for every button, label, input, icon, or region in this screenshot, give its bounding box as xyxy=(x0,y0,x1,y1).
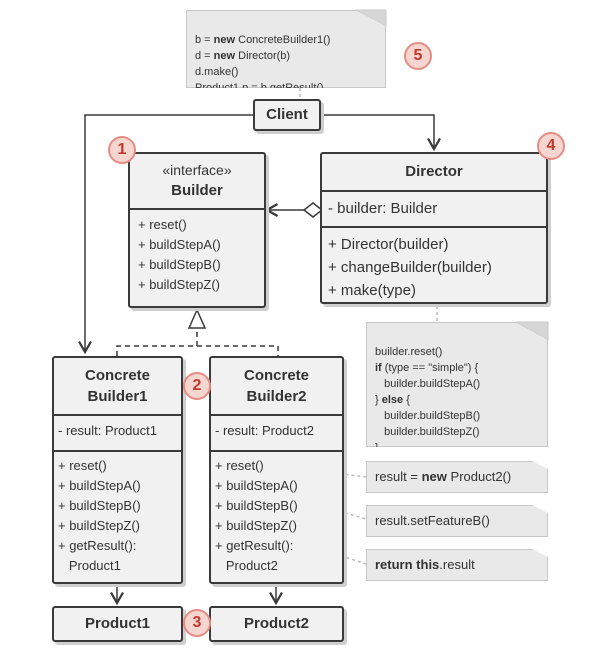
director-method: + changeBuilder(builder) xyxy=(328,259,492,276)
badge-3: 3 xyxy=(183,609,211,637)
builder-name: Builder xyxy=(171,182,223,199)
concrete-builder1-header: Concrete Builder1 xyxy=(54,358,181,416)
note-line: b = new ConcreteBuilder1() xyxy=(195,34,331,46)
client-to-concrete1-arrow xyxy=(78,114,253,355)
make-method-note: builder.reset() if (type == "simple") { … xyxy=(366,322,548,447)
getresult-impl-note: return this.result xyxy=(366,549,548,581)
builder-methods: + reset() + buildStepA() + buildStepB() … xyxy=(130,210,264,300)
concrete-builder2-fields: - result: Product2 xyxy=(211,416,342,452)
builder-method: + reset() xyxy=(138,217,187,232)
badge-4: 4 xyxy=(537,132,565,160)
product1-label: Product1 xyxy=(84,615,150,632)
concrete-builder2-methods: + reset() + buildStepA() + buildStepB() … xyxy=(215,458,298,573)
director-box: Director - builder: Builder + Director(b… xyxy=(320,152,548,304)
client-label: Client xyxy=(266,106,308,123)
director-field: - builder: Builder xyxy=(328,200,438,217)
builder-header: «interface» Builder xyxy=(130,154,264,210)
badge-2: 2 xyxy=(183,372,211,400)
builder-interface-box: «interface» Builder + reset() + buildSte… xyxy=(128,152,266,308)
stepb-impl-note: result.setFeatureB() xyxy=(366,505,548,537)
product2-label: Product2 xyxy=(243,615,309,632)
concrete-builder2-header: Concrete Builder2 xyxy=(211,358,342,416)
realization-line xyxy=(116,345,279,356)
reset-impl-note: result = new Product2() xyxy=(366,461,548,493)
director-methods: + Director(builder) + changeBuilder(buil… xyxy=(322,228,546,307)
director-method: + make(type) xyxy=(328,282,416,299)
builder-method: + buildStepB() xyxy=(138,257,221,272)
builder-method: + buildStepZ() xyxy=(138,277,221,292)
concrete-builder1-methods: + reset() + buildStepA() + buildStepB() … xyxy=(58,458,141,573)
client-to-director-arrow xyxy=(319,114,441,152)
product2-box: Product2 xyxy=(209,606,344,642)
note-line: d.make() xyxy=(195,66,239,78)
client-usage-note: b = new ConcreteBuilder1() d = new Direc… xyxy=(186,10,386,88)
concrete-builder2-box: Concrete Builder2 - result: Product2 + r… xyxy=(209,356,344,584)
builder-method: + buildStepA() xyxy=(138,237,221,252)
director-fields: - builder: Builder xyxy=(322,192,546,228)
director-method: + Director(builder) xyxy=(328,236,449,253)
aggregation-diamond-icon xyxy=(302,202,324,218)
director-header: Director xyxy=(322,154,546,192)
inheritance-triangle-icon xyxy=(187,308,207,329)
product1-box: Product1 xyxy=(52,606,183,642)
badge-5: 5 xyxy=(404,42,432,70)
concrete-builder1-fields: - result: Product1 xyxy=(54,416,181,452)
note-line: d = new Director(b) xyxy=(195,50,291,62)
note-line: Product1 p = b.getResult() xyxy=(195,82,324,94)
concrete-builder1-box: Concrete Builder1 - result: Product1 + r… xyxy=(52,356,183,584)
builder-stereotype: «interface» xyxy=(162,162,232,178)
client-box: Client xyxy=(253,99,321,131)
badge-1: 1 xyxy=(108,136,136,164)
